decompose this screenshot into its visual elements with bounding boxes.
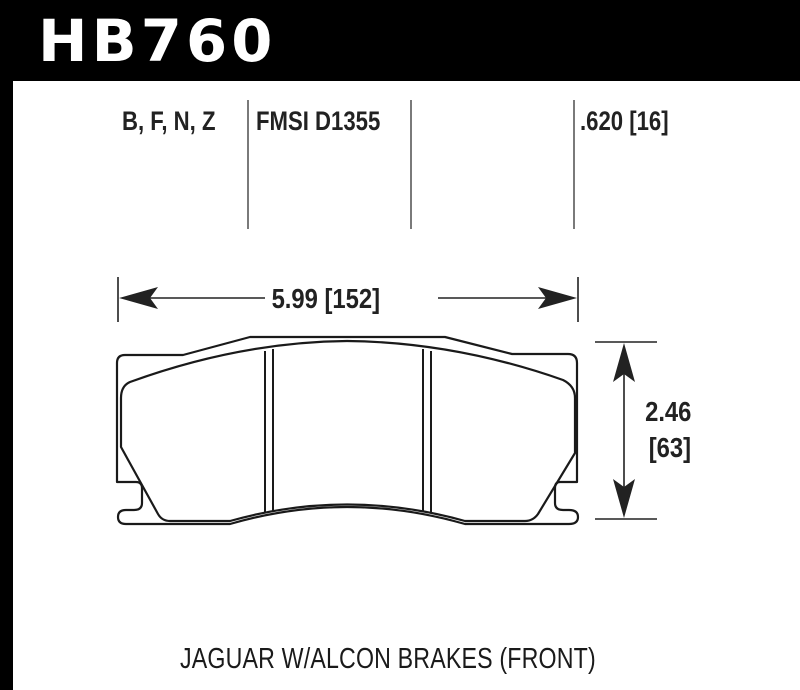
spec-divider-lines bbox=[247, 100, 575, 229]
height-dimension-mm: [63] bbox=[648, 432, 692, 463]
height-dimension bbox=[595, 341, 657, 520]
friction-material-outline bbox=[119, 339, 577, 523]
part-number-title: HB760 bbox=[38, 7, 277, 75]
width-dimension bbox=[117, 277, 579, 322]
header-bar bbox=[0, 0, 800, 81]
arrowhead-down-icon bbox=[613, 479, 635, 518]
left-border-stripe bbox=[0, 0, 13, 690]
compound-codes: B, F, N, Z bbox=[122, 106, 216, 136]
arrowhead-right-icon bbox=[538, 287, 577, 309]
pad-thickness: .620 [16] bbox=[580, 106, 669, 136]
width-dimension-label: 5.99 [152] bbox=[271, 283, 381, 314]
application-title: JAGUAR W/ALCON BRAKES (FRONT) bbox=[180, 643, 596, 675]
height-dimension-inches: 2.46 bbox=[645, 396, 692, 427]
arrowhead-up-icon bbox=[613, 343, 635, 382]
arrowhead-left-icon bbox=[119, 287, 158, 309]
pad-slots bbox=[264, 349, 432, 513]
fmsi-number: FMSI D1355 bbox=[256, 106, 381, 136]
